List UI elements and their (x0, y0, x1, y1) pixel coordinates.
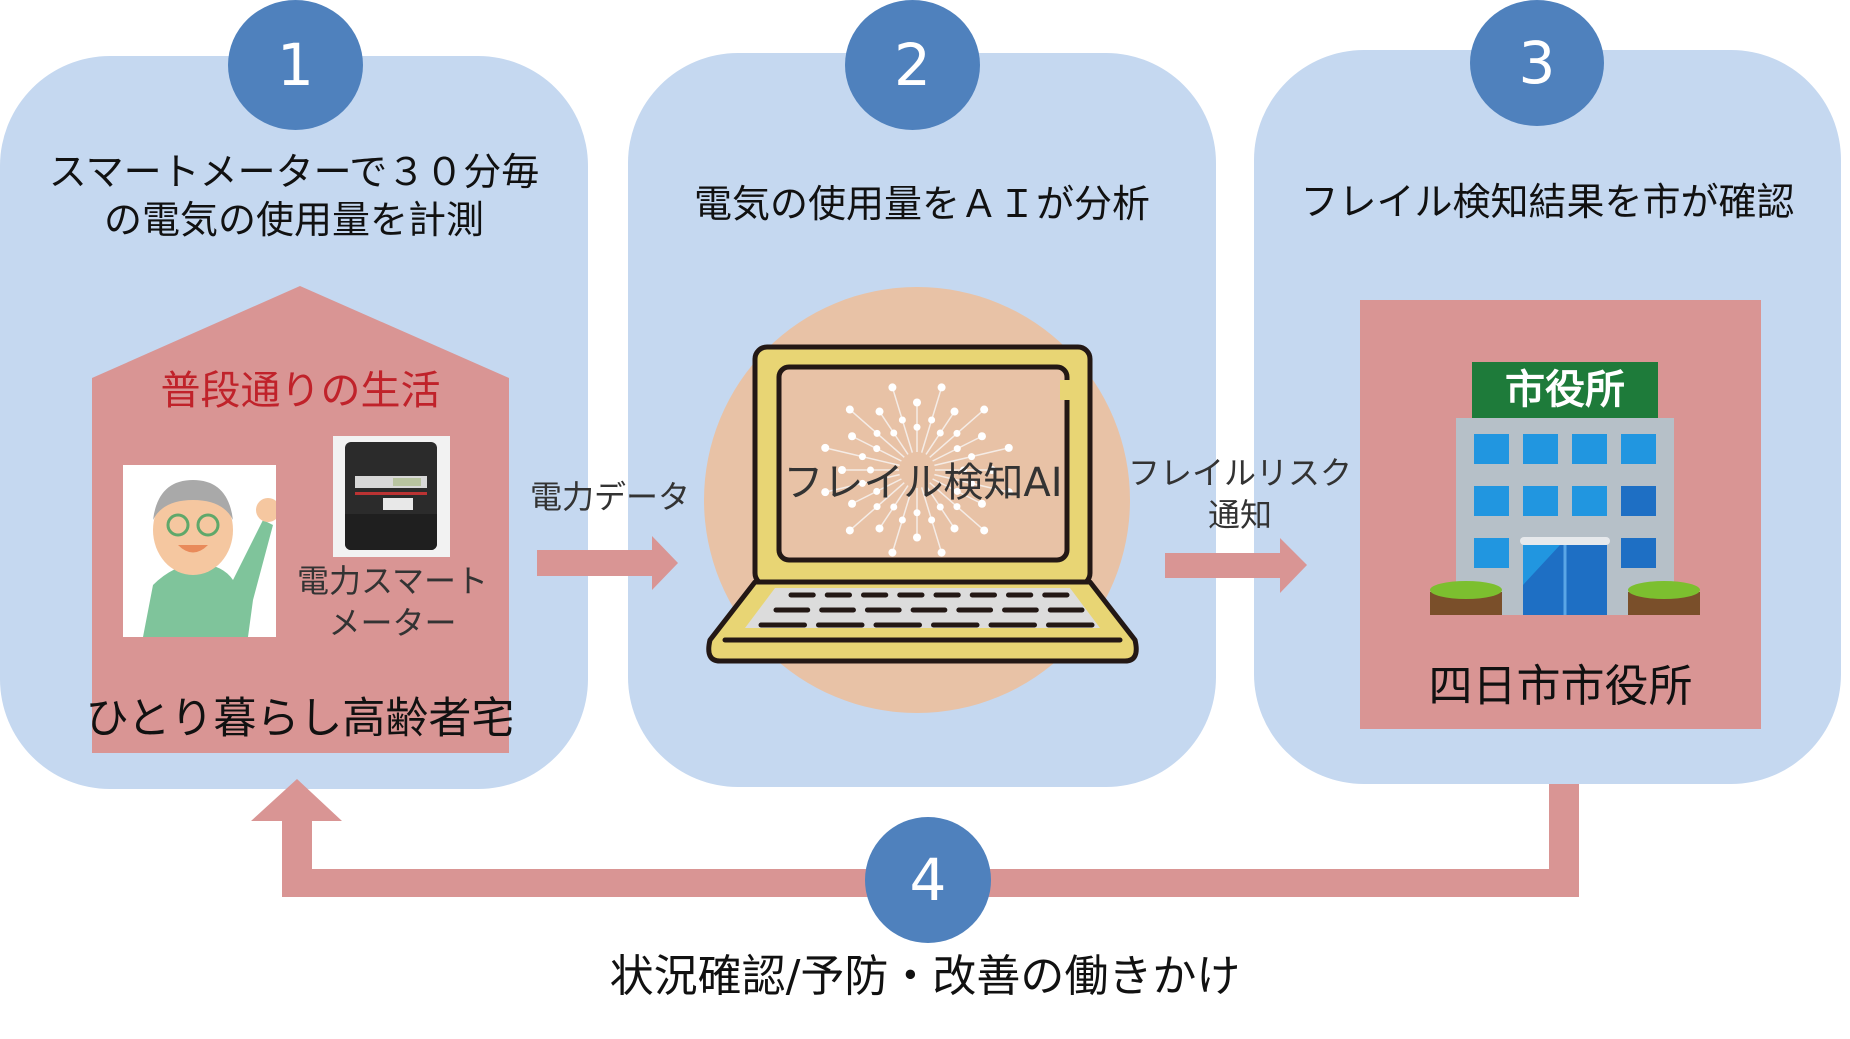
step2-title: 電気の使用量をＡＩが分析 (693, 182, 1150, 226)
city-hall-sign: 市役所 (1505, 367, 1625, 413)
laptop-icon (706, 344, 1139, 664)
laptop-screen-text: フレイル検知AI (783, 460, 1063, 506)
step-badge-1: 1 (228, 0, 363, 130)
smart-meter-label: 電力スマート メーター (296, 562, 489, 642)
elderly-person-illustration (123, 465, 276, 637)
arrow2-label: フレイルリスク 通知 (1127, 454, 1352, 534)
arrow1-label: 電力データ (529, 478, 690, 516)
step4-caption: 状況確認/予防・改善の働きかけ (609, 951, 1241, 1002)
neural-network-icon (821, 383, 1013, 557)
step3-title: フレイル検知結果を市が確認 (1300, 180, 1795, 224)
step1-title: スマートメーターで３０分毎 の電気の使用量を計測 (48, 150, 540, 242)
city-hall-icon (1430, 362, 1700, 615)
step-badge-4: 4 (865, 817, 991, 943)
house-footer: ひとり暮らし高齢者宅 (85, 694, 515, 744)
arrow-electric-data (537, 536, 678, 590)
step-badge-2: 2 (845, 0, 980, 130)
city-hall-label: 四日市市役所 (1428, 661, 1693, 712)
arrow-frailty-risk (1165, 538, 1307, 593)
step-badge-3: 3 (1470, 0, 1604, 126)
smart-meter-photo (333, 436, 450, 557)
house-heading: 普段通りの生活 (160, 368, 441, 414)
